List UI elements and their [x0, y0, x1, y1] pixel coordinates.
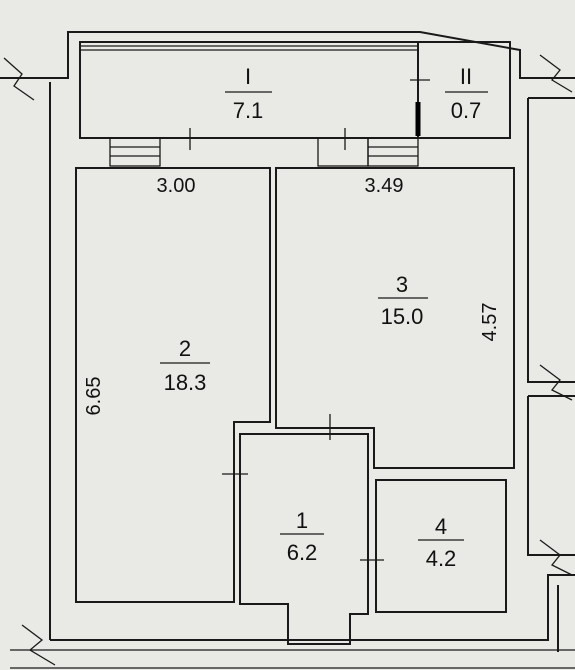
room-2-outline: [75, 167, 271, 603]
room-1-area: 6.2: [287, 540, 318, 565]
window-markers: [109, 137, 419, 167]
room-I-area: 7.1: [233, 98, 264, 123]
room-3-outline: [275, 167, 515, 469]
dimension-room-3-width: 3.49: [365, 175, 404, 197]
room-II-number: II: [460, 64, 472, 89]
room-2-number: 2: [179, 336, 191, 361]
room-II-area: 0.7: [451, 98, 482, 123]
outer-wall: [0, 31, 575, 669]
room-3-number: 3: [396, 272, 408, 297]
room-2-area: 18.3: [164, 370, 207, 395]
room-4-outline: [375, 479, 507, 613]
dimension-room-2-height: 6.65: [83, 377, 105, 416]
room-1-number: 1: [296, 508, 308, 533]
room-4-area: 4.2: [426, 546, 457, 571]
balcony: [79, 41, 511, 150]
dimension-room-3-height: 4.57: [479, 303, 501, 342]
room-3-area: 15.0: [381, 304, 424, 329]
room-I-number: I: [245, 64, 251, 89]
room-4-number: 4: [435, 514, 447, 539]
dimension-room-2-width: 3.00: [157, 175, 196, 197]
room-1-outline: [239, 433, 369, 645]
